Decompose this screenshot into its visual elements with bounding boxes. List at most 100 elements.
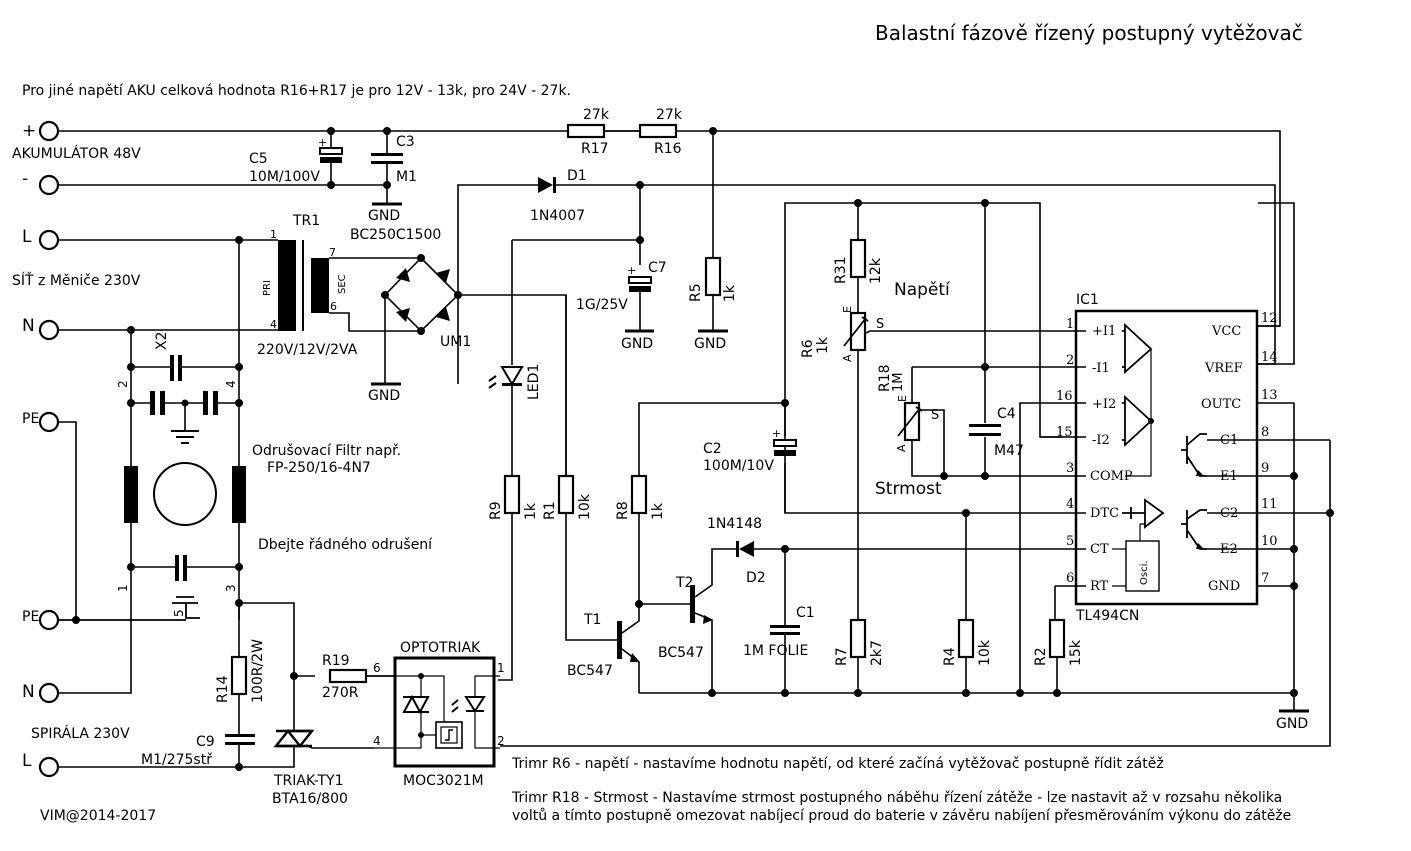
svg-text:12: 12 [1261,311,1278,326]
terminal-minus[interactable] [38,174,60,196]
r18-s: S [931,408,939,423]
r9-value: 1k [523,502,539,520]
svg-text:8: 8 [1261,425,1269,440]
c9-ref: C9 [196,734,215,750]
capacitor-c2: + C2 100M/10V [703,427,797,474]
svg-text:3: 3 [1066,461,1074,476]
trimmer-r18[interactable]: R18 1M E S A [877,364,939,452]
tr1-sec: SEC [337,274,348,294]
resistor-r2: R2 15k [1033,618,1084,666]
r18-a: A [895,444,908,452]
terminal-pe1[interactable] [38,411,60,433]
gnd-label: GND [368,388,400,404]
tr1-ref: TR1 [292,213,320,229]
filter-pin5: 5 [172,609,186,617]
filter-pin3: 3 [224,584,238,592]
c7-value: 1G/25V [576,297,628,313]
capacitor-c7: + C7 1G/25V GND [576,260,667,352]
note-r6: Trimr R6 - napětí - nastavíme hodnotu na… [511,756,1164,772]
tr1-pin4: 4 [270,318,277,331]
svg-text:+I1: +I1 [1092,324,1116,339]
terminal-akumulator-label: AKUMULÁTOR 48V [12,145,141,162]
capacitor-c9: C9 M1/275stř [141,734,255,768]
tr1-pin6: 6 [330,300,337,313]
c4-ref: C4 [997,406,1016,422]
c5-value: 10M/100V [249,169,320,185]
c3-value: M1 [396,169,417,185]
x2-ref: X2 [154,332,170,351]
svg-text:COMP: COMP [1090,469,1133,484]
strmost-label: Strmost [875,479,942,499]
resistor-r19: R19 270R [322,653,368,701]
r8-value: 1k [650,502,666,520]
d1-ref: D1 [567,168,587,184]
filter-pin4: 4 [224,380,238,388]
tr1-pin7: 7 [329,246,336,259]
gnd-label: GND [368,208,400,224]
terminal-minus-label: - [22,169,28,189]
svg-text:E2: E2 [1220,542,1238,557]
trimmer-r6[interactable]: E S A R6 1k [800,306,1062,362]
svg-text:9: 9 [1261,461,1269,476]
terminal-n1[interactable] [38,319,60,341]
c1-value: 1M FOLIE [743,643,808,659]
r6-e: E [841,306,854,313]
terminal-pe2[interactable] [38,609,60,631]
svg-text:13: 13 [1261,388,1278,403]
resistor-r17: 27k R17 [566,107,610,157]
r1-value: 10k [577,493,593,520]
ic-tl494: IC1 TL494CN 1+I1 2-I1 16+I2 15-I2 3COMP … [1040,202,1330,624]
terminal-pe1-label: PE [22,411,39,427]
opto-pin6: 6 [373,661,381,675]
svg-text:1: 1 [1066,317,1074,332]
svg-text:C2: C2 [1220,506,1238,521]
c2-ref: C2 [703,441,722,457]
svg-text:4: 4 [1066,497,1074,512]
resistor-r31: R31 12k [833,238,884,284]
svg-text:-I2: -I2 [1092,433,1110,448]
svg-text:+: + [772,427,781,440]
bridge-rectifier-um1: UM1 [381,254,471,350]
ic1-ref: IC1 [1076,292,1099,308]
r14-value: 100R/2W [250,639,266,703]
svg-text:7: 7 [1261,571,1269,586]
emi-filter: X2 2 4 1 3 5 [58,240,246,694]
ic1-pin-8: C18 [1207,425,1330,448]
resistor-r14: R14 100R/2W [215,639,266,703]
r5-ref: R5 [688,283,704,302]
svg-text:GND: GND [1208,579,1240,594]
terminal-plus-label: + [22,121,36,141]
terminal-n2[interactable] [38,682,60,704]
ic1-pin-5: 5CT [1062,534,1109,557]
t2-value: BC547 [658,645,704,661]
r1-ref: R1 [542,501,558,520]
capacitor-c5: + C5 10M/100V [249,131,343,185]
svg-text:11: 11 [1261,497,1278,512]
filter-pin1: 1 [116,584,130,592]
r9-ref: R9 [488,501,504,520]
opto-pin1: 1 [497,661,505,675]
c3-ref: C3 [396,134,415,150]
svg-text:E1: E1 [1220,469,1238,484]
r18-e: E [896,395,909,402]
triac-ty1: TRIAK-TY1 BTA16/800 [272,729,374,807]
note-top: Pro jiné napětí AKU celková hodnota R16+… [22,83,571,99]
terminal-plus[interactable] [38,120,60,142]
diode-d1: D1 1N4007 [530,168,587,224]
terminal-l1[interactable] [38,229,60,251]
r6-value: 1k [815,336,831,354]
opto-pin4: 4 [373,734,381,748]
svg-text:+: + [318,136,327,149]
svg-text:6: 6 [1066,571,1074,586]
c2-value: 100M/10V [703,458,774,474]
terminal-l2[interactable] [38,756,60,778]
diode-d2: 1N4148 D2 [707,516,1062,586]
r31-value: 12k [868,257,884,284]
ic1-pin-9: E1 9 [1207,461,1294,484]
filter-label-2: FP-250/16-4N7 [267,460,371,476]
napeti-label: Napětí [894,280,951,300]
svg-text:15: 15 [1056,425,1073,440]
um1-ref: UM1 [440,334,471,350]
